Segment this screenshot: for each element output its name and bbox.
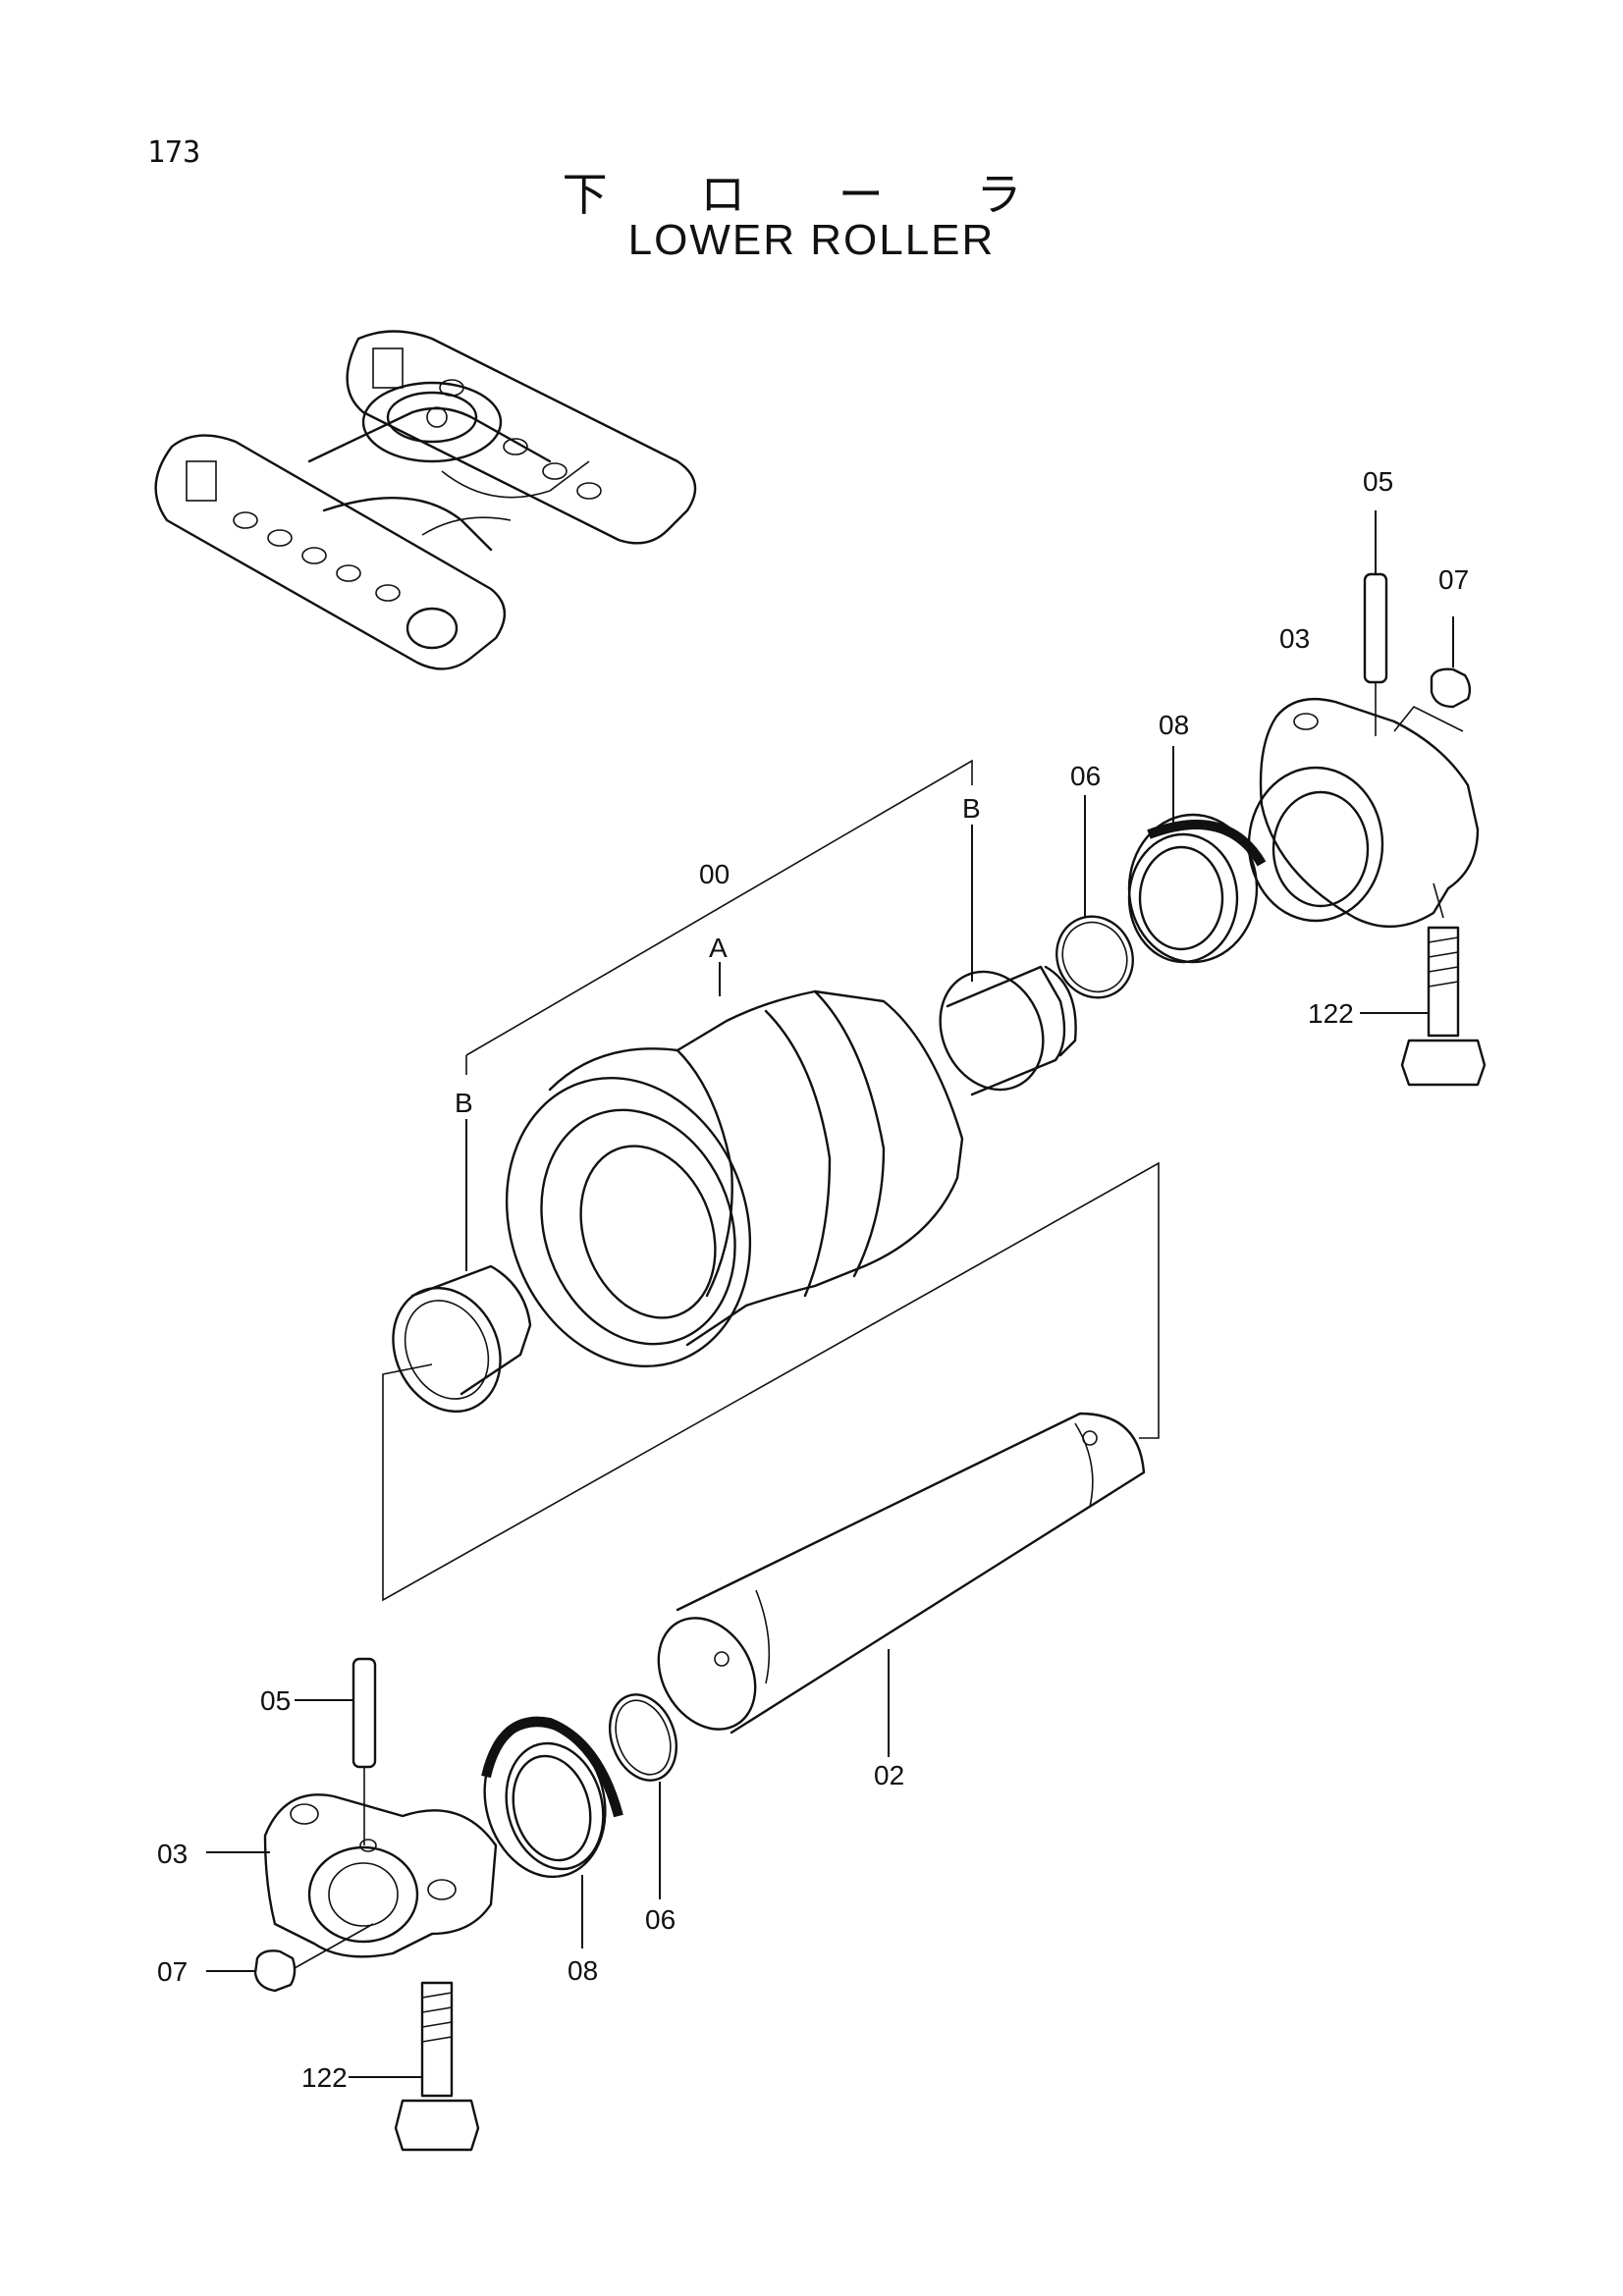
bolt-part-122-top <box>1360 926 1487 1087</box>
bolt-part-122-bottom <box>349 1981 480 2152</box>
callout-07-bottom: 07 <box>157 1956 188 1987</box>
callout-08-bottom: 08 <box>568 1955 598 1986</box>
callout-08-top: 08 <box>1159 710 1189 740</box>
callout-122-top: 122 <box>1308 998 1354 1029</box>
callout-B-top: B <box>962 793 981 824</box>
callout-122-bottom: 122 <box>301 2062 348 2093</box>
callout-06-top: 06 <box>1070 761 1101 791</box>
oring-part-06-top <box>1055 795 1134 999</box>
bushing-part-B-left <box>392 1119 532 1414</box>
seal-part-08-top <box>1127 746 1267 964</box>
callout-labels: 00 A B B 02 03 03 05 05 06 06 07 07 08 0… <box>157 466 1469 2093</box>
callout-03-top: 03 <box>1279 623 1310 654</box>
pin-part-05-top <box>1363 510 1388 736</box>
assembly-group-lines <box>382 759 1160 1602</box>
oring-part-06-bottom <box>609 1693 677 1899</box>
pin-part-05-bottom <box>295 1657 377 1845</box>
bracket-part-03-bottom <box>206 1793 498 1958</box>
plug-part-07-top <box>1430 616 1472 709</box>
callout-A: A <box>709 933 728 963</box>
seal-part-08-bottom <box>481 1716 623 1949</box>
callout-00: 00 <box>699 859 730 889</box>
callout-05-bottom: 05 <box>260 1685 291 1716</box>
page-title-japanese: 下 ロ ー ラ <box>562 168 1061 221</box>
roller-part-00 <box>505 962 964 1368</box>
page-title-english: LOWER ROLLER <box>627 216 996 264</box>
plug-part-07-bottom <box>206 1923 374 1993</box>
undercarriage-overview-illustration <box>154 330 697 670</box>
callout-02: 02 <box>874 1760 904 1790</box>
callout-B-left: B <box>455 1088 473 1118</box>
callout-05-top: 05 <box>1363 466 1393 497</box>
callout-03-bottom: 03 <box>157 1839 188 1869</box>
callout-06-bottom: 06 <box>645 1904 676 1935</box>
page-number: 173 <box>147 135 201 170</box>
bracket-part-03-top <box>1247 698 1480 928</box>
bushing-part-B-top <box>939 825 1077 1096</box>
shaft-part-02 <box>657 1412 1146 1757</box>
callout-07-top: 07 <box>1438 564 1469 595</box>
